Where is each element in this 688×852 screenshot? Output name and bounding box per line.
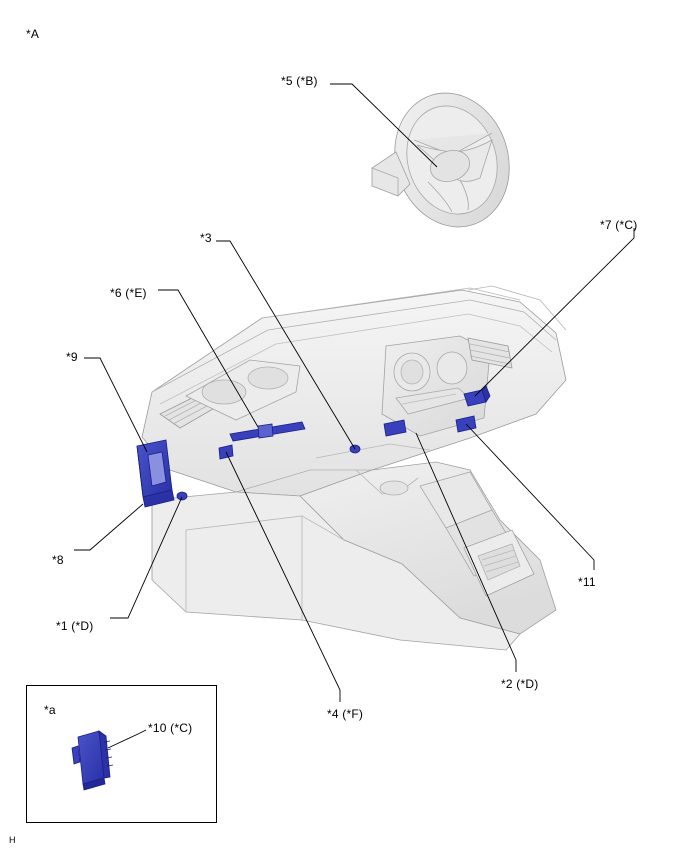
callout-8: *8 xyxy=(52,553,64,567)
leader-5 xyxy=(330,83,438,168)
part-block-2 xyxy=(383,419,407,437)
part-pad-4 xyxy=(218,444,234,460)
inset-detail-box xyxy=(26,685,217,823)
leader-2 xyxy=(415,432,517,672)
callout-9: *9 xyxy=(66,350,78,364)
part-ecu-left xyxy=(136,439,175,508)
callout-3: *3 xyxy=(200,231,212,245)
leader-3 xyxy=(216,240,356,450)
part-strip-6b xyxy=(257,423,274,439)
marker-h: H xyxy=(9,835,16,845)
floor-tunnel xyxy=(151,491,521,651)
leader-4 xyxy=(225,451,341,702)
leader-6 xyxy=(158,289,259,428)
leader-9 xyxy=(84,357,148,453)
marker-a: *A xyxy=(26,27,40,41)
callout-10: *10 (*C) xyxy=(148,721,193,735)
meter-cluster xyxy=(185,359,301,421)
callout-6: *6 (*E) xyxy=(110,286,147,300)
callout-5: *5 (*B) xyxy=(281,74,318,88)
callout-1: *1 (*D) xyxy=(56,619,94,633)
highlighted-components xyxy=(136,385,491,508)
leader-11 xyxy=(465,423,595,570)
left-air-vent xyxy=(159,387,233,429)
part-sensor-1 xyxy=(176,491,188,501)
part-connector-7 xyxy=(463,389,487,407)
leader-7 xyxy=(474,228,635,397)
part-block-11 xyxy=(455,415,477,433)
leader-8 xyxy=(74,503,144,551)
instrument-panel xyxy=(141,285,567,497)
right-air-vent xyxy=(467,337,513,369)
rear-console-vent xyxy=(463,529,535,597)
center-console xyxy=(299,461,557,635)
leader-1 xyxy=(110,496,183,619)
steering-wheel xyxy=(371,92,510,228)
callout-4: *4 (*F) xyxy=(327,707,364,721)
part-sensor-3 xyxy=(349,444,361,454)
center-stack xyxy=(381,335,491,437)
part-strip-6 xyxy=(229,421,306,442)
marker-inset-a: *a xyxy=(44,703,56,717)
callout-7: *7 (*C) xyxy=(600,218,638,232)
callout-11: *11 xyxy=(578,575,596,589)
callout-2: *2 (*D) xyxy=(501,677,539,691)
